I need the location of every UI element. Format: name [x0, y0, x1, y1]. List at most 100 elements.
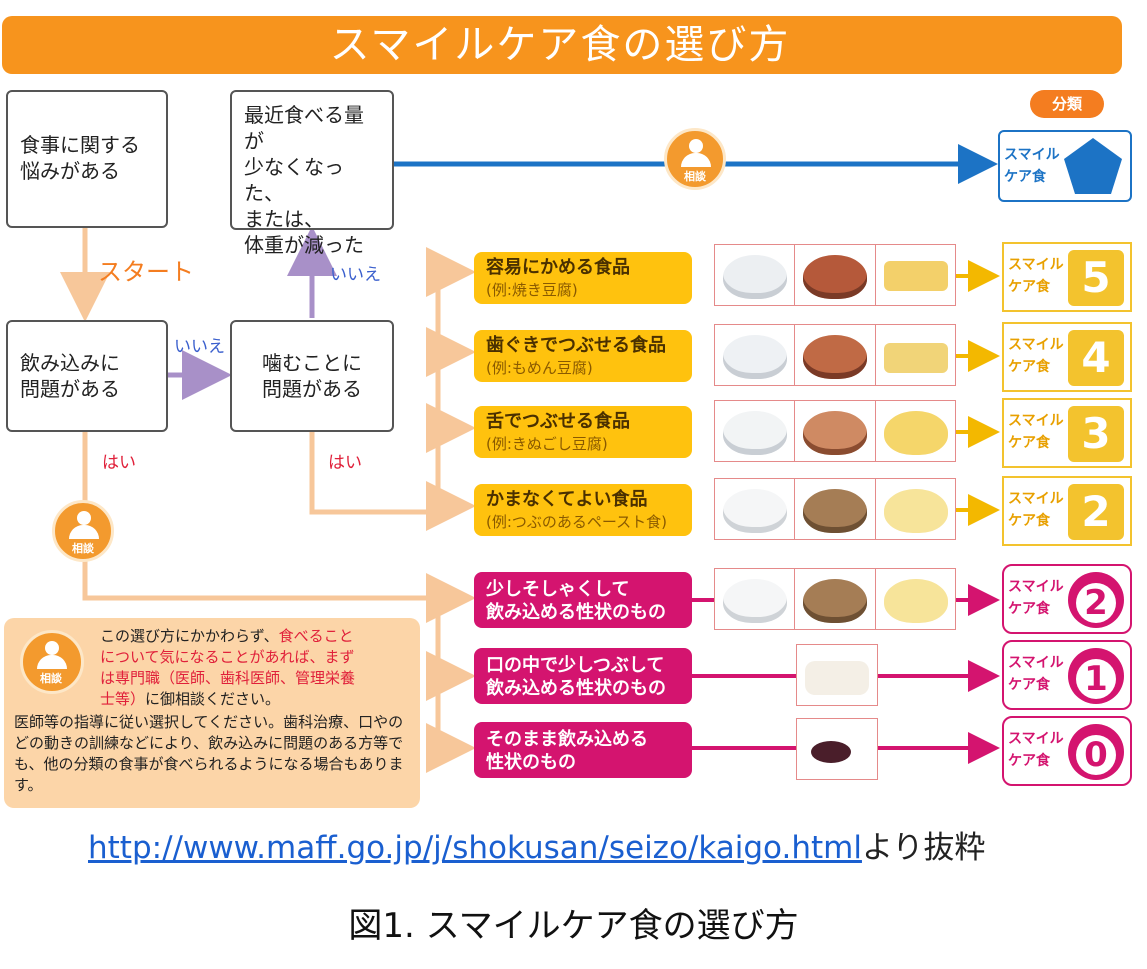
figure-caption: 図1. スマイルケア食の選び方 [348, 906, 799, 946]
category-example: (例:きぬごし豆腐) [486, 435, 608, 453]
consult-icon: 相談 [52, 500, 114, 562]
note-instruction: 医師等の指導に従い選択してください。歯科治療、口やのどの動きの訓練などにより、飲… [14, 713, 404, 794]
stew-image [795, 325, 876, 385]
badge-label: ケア食 [1008, 601, 1050, 617]
category-example: (例:つぶのあるペースト食) [486, 513, 668, 531]
badge-label: スマイル [1008, 257, 1064, 273]
food-photos-level-4 [714, 324, 956, 386]
food-photos-swallow-2 [714, 568, 956, 630]
badge-code: 3 [1068, 406, 1124, 462]
note-advice: この選び方にかかわらず、食べること について気になることがあれば、まず は専門職… [100, 626, 410, 710]
badge-label: ケア食 [1008, 279, 1050, 295]
yes-label: はい [102, 453, 136, 473]
consult-label: 相談 [40, 672, 62, 685]
tofu-image [876, 245, 955, 305]
category-title: 歯ぐきでつぶせる食品 [486, 335, 666, 356]
source-citation: http://www.maff.go.jp/j/shokusan/seizo/k… [88, 822, 985, 867]
category-gum-crushable: 歯ぐきでつぶせる食品 (例:もめん豆腐) [474, 330, 692, 382]
category-swallow-as-is: そのまま飲み込める 性状のもの [474, 722, 692, 778]
badge-code: 4 [1068, 330, 1124, 386]
question-line: 食事に関する [20, 133, 140, 157]
category-title: 舌でつぶせる食品 [486, 411, 630, 432]
question-line: 体重が減った [244, 233, 364, 257]
category-title: そのまま飲み込める [486, 729, 648, 750]
smile-care-badge-2: スマイルケア食 2 [1002, 476, 1132, 546]
consult-label: 相談 [72, 542, 94, 555]
no-label: いいえ [174, 337, 225, 357]
badge-label: スマイル [1008, 413, 1064, 429]
category-example: (例:焼き豆腐) [486, 281, 578, 299]
chew-yes-branch [309, 272, 441, 515]
food-photos-swallow-1 [796, 644, 878, 706]
paste-image [795, 569, 876, 629]
category-title: 口の中で少しつぶして [486, 655, 665, 676]
stew-image [795, 245, 876, 305]
smile-care-badge-5: スマイルケア食 5 [1002, 242, 1132, 312]
paste-image [876, 479, 955, 539]
smile-care-badge-4: スマイルケア食 4 [1002, 322, 1132, 392]
note-text-emphasis: は専門職（医師、歯科医師、管理栄養 [100, 669, 356, 687]
category-title: かまなくてよい食品 [486, 489, 648, 510]
smile-care-badge-pink-0: スマイルケア食 0 [1002, 716, 1132, 786]
paste-image [795, 479, 876, 539]
question-meal-concern: 食事に関する 悩みがある [6, 90, 168, 228]
category-title: 少しそしゃくして [486, 579, 630, 600]
category-title: 飲み込める性状のもの [486, 678, 666, 699]
jelly-image [797, 645, 877, 705]
title-banner [2, 16, 1122, 74]
puree-image [876, 401, 955, 461]
badge-label: スマイル [1008, 731, 1064, 747]
classification-label: 分類 [1030, 90, 1104, 118]
source-link[interactable]: http://www.maff.go.jp/j/shokusan/seizo/k… [88, 830, 862, 866]
category-slight-chew-swallow: 少しそしゃくして 飲み込める性状のもの [474, 572, 692, 628]
page-title: スマイルケア食の選び方 [329, 22, 791, 68]
question-swallowing: 飲み込みに 問題がある [6, 320, 168, 432]
yes-label: はい [328, 453, 362, 473]
question-line: 最近食べる量が [244, 103, 364, 153]
badge-label: ケア食 [1008, 677, 1050, 693]
question-chewing: 噛むことに 問題がある [230, 320, 394, 432]
jelly-spoon-image [797, 719, 877, 779]
badge-code: 0 [1076, 735, 1116, 775]
category-easy-to-chew: 容易にかめる食品 (例:焼き豆腐) [474, 252, 692, 304]
paste-image [876, 569, 955, 629]
badge-label: ケア食 [1008, 435, 1050, 451]
food-photos-level-5 [714, 244, 956, 306]
category-mouth-crush-swallow: 口の中で少しつぶして 飲み込める性状のもの [474, 648, 692, 704]
paste-image [715, 569, 796, 629]
badge-label: ケア食 [1008, 359, 1050, 375]
badge-label: スマイル [1008, 655, 1064, 671]
rice-image [715, 325, 796, 385]
category-example: (例:もめん豆腐) [486, 359, 593, 377]
note-text-emphasis: について気になることがあれば、まず [100, 648, 355, 666]
question-line: または、 [244, 207, 324, 231]
category-title: 性状のもの [486, 752, 576, 773]
question-appetite: 最近食べる量が 少なくなった、 または、 体重が減った [230, 90, 394, 257]
category-tongue-crushable: 舌でつぶせる食品 (例:きぬごし豆腐) [474, 406, 692, 458]
badge-label: ケア食 [1004, 169, 1046, 185]
badge-code: 5 [1068, 250, 1124, 306]
badge-code: 2 [1076, 583, 1116, 623]
note-text: この選び方にかかわらず、 [100, 627, 279, 645]
category-title: 飲み込める性状のもの [486, 602, 666, 623]
consult-icon: 相談 [664, 128, 726, 190]
badge-label: スマイル [1008, 491, 1064, 507]
badge-label: スマイル [1008, 337, 1064, 353]
porridge-image [715, 401, 796, 461]
note-text-emphasis: 士等） [100, 690, 146, 708]
question-line: 悩みがある [20, 159, 120, 183]
note-text-emphasis: 食べること [278, 627, 354, 645]
consult-icon: 相談 [20, 630, 84, 694]
no-label: いいえ [330, 265, 381, 285]
category-title: 容易にかめる食品 [486, 257, 630, 278]
smile-care-badge-pink-1: スマイルケア食 1 [1002, 640, 1132, 710]
badge-code: 1 [1076, 659, 1116, 699]
food-photos-level-2 [714, 478, 956, 540]
consult-label: 相談 [684, 170, 706, 183]
question-line: 少なくなった、 [244, 155, 344, 205]
question-line: 飲み込みに [20, 351, 120, 375]
badge-code: 2 [1068, 484, 1124, 540]
smile-care-badge-pink-2: スマイルケア食 2 [1002, 564, 1132, 634]
category-no-chewing: かまなくてよい食品 (例:つぶのあるペースト食) [474, 484, 692, 536]
badge-label: ケア食 [1008, 513, 1050, 529]
